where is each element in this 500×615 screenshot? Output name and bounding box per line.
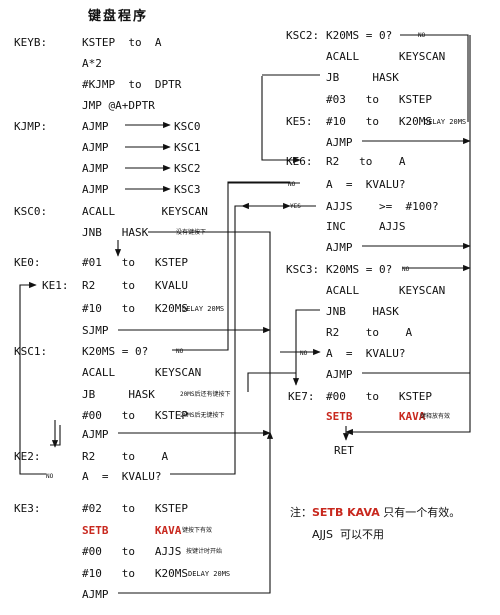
ke1-label: KE1:: [42, 279, 69, 292]
remark-line-2: AJJS 可以不用: [312, 528, 384, 541]
ke3-ajjs-note: 按键计时开始: [186, 548, 223, 555]
ke6-line-3: AJJS >= #100?: [326, 200, 439, 213]
ksc1-label: KSC1:: [14, 345, 48, 358]
ke2-label: KE2:: [14, 450, 41, 463]
keyb-line-3: #KJMP to DPTR: [82, 78, 182, 91]
kjmp-op-1: AJMP: [82, 141, 109, 154]
ksc1-hask-note: 20MS后还有键按下: [180, 391, 231, 398]
ret-label: RET: [334, 444, 354, 457]
ksc2-line-1: K20MS = 0?: [326, 29, 393, 42]
ksc2-label: KSC2:: [286, 29, 320, 42]
ke6-line-5: AJMP: [326, 241, 353, 254]
ksc2-line-2: ACALL KEYSCAN: [326, 50, 446, 63]
ke3-line-4: #10 to K20MS: [82, 567, 188, 580]
ke0-label: KE0:: [14, 256, 41, 269]
jb-hask-ksc2-line: [261, 76, 301, 164]
ke3-ajmp-line: [118, 431, 274, 594]
ke2-no-label: NO: [46, 473, 54, 480]
ke2-line-2: A = KVALU?: [82, 470, 162, 483]
ke5-label: KE5:: [286, 115, 313, 128]
kjmp-target-0: KSC0: [174, 120, 201, 133]
ke1-delay-note: DELAY 20MS: [182, 305, 225, 313]
ksc1-no-line: [172, 181, 290, 351]
remark-suffix: 只有一个有效。: [379, 506, 461, 519]
keyb-line-4: JMP @A+DPTR: [82, 99, 155, 112]
ksc2-line-4: #03 to KSTEP: [326, 93, 432, 106]
keyb-line-2: A*2: [82, 57, 102, 70]
ke5-delay-note: DELAY 20MS: [424, 118, 467, 126]
ksc2-no-label: NO: [418, 32, 426, 39]
ksc1-kstep-note: 20MS后无键按下: [180, 412, 225, 419]
ksc3-line-4: R2 to A: [326, 326, 413, 339]
ksc1-line-3: JB HASK: [82, 388, 155, 401]
ksc0-line-1: ACALL KEYSCAN: [82, 205, 208, 218]
page-title: 键盘程序: [88, 9, 149, 24]
kjmp-op-3: AJMP: [82, 183, 109, 196]
ke6-line-1: R2 to A: [326, 155, 406, 168]
ke6-line-4: INC AJJS: [326, 220, 406, 233]
ke3-label: KE3:: [14, 502, 41, 515]
ksc1-line-5: AJMP: [82, 428, 109, 441]
ksc1-no-label: NO: [176, 348, 184, 355]
ke3-line-5: AJMP: [82, 588, 109, 601]
ke7-label: KE7:: [288, 390, 315, 403]
ke5-line-1: #10 to K20MS: [326, 115, 432, 128]
kjmp-target-3: KSC3: [174, 183, 201, 196]
ke7-kava-note: 键释放有效: [420, 413, 451, 420]
keyb-label: KEYB:: [14, 36, 48, 49]
ksc0-note: 没有键按下: [176, 229, 207, 236]
ksc3-no-label: NO: [402, 266, 410, 273]
ke3-delay-note: DELAY 20MS: [188, 570, 231, 578]
ke0-line-1: #01 to KSTEP: [82, 256, 188, 269]
kjmp-label: KJMP:: [14, 120, 48, 133]
remark-line-1: 注：SETB KAVA 只有一个有效。: [290, 506, 460, 519]
ke7-line-1: #00 to KSTEP: [326, 390, 432, 403]
ksc3-line-5: A = KVALU?: [326, 347, 406, 360]
ke1-line-1: R2 to KVALU: [82, 279, 188, 292]
ke1-line-3: SJMP: [82, 324, 109, 337]
right-loop-line: [345, 35, 471, 436]
ksc1-line-1: K20MS = 0?: [82, 345, 149, 358]
ke1-line-2: #10 to K20MS: [82, 302, 188, 315]
kjmp-target-2: KSC2: [174, 162, 201, 175]
ke2-line-1: R2 to A: [82, 450, 169, 463]
ksc3-line-6: AJMP: [326, 368, 353, 381]
ksc2-no-line: [400, 34, 469, 122]
ke5-line-2: AJMP: [326, 136, 353, 149]
kjmp-target-1: KSC1: [174, 141, 201, 154]
ke3-line-3: #00 to AJJS: [82, 545, 182, 558]
ke6-line-2: A = KVALU?: [326, 178, 406, 191]
ke3-setb-kava: SETB KAVA: [82, 524, 182, 537]
ksc1-line-2: ACALL KEYSCAN: [82, 366, 202, 379]
ke6-label: KE6:: [286, 155, 313, 168]
ksc1-line-4: #00 to KSTEP: [82, 409, 188, 422]
ksc3-label: KSC3:: [286, 263, 320, 276]
ksc2-line-3: JB HASK: [326, 71, 399, 84]
ksc3-line-3: JNB HASK: [326, 305, 399, 318]
keyb-line-1: KSTEP to A: [82, 36, 162, 49]
remark-prefix: 注：: [290, 506, 312, 519]
ke7-setb-kava: SETB KAVA: [326, 410, 426, 423]
ksc0-label: KSC0:: [14, 205, 48, 218]
ksc0-line-2: JNB HASK: [82, 226, 149, 239]
ksc3-line-1: K20MS = 0?: [326, 263, 393, 276]
ke3-line-1: #02 to KSTEP: [82, 502, 188, 515]
ksc3-no2-label: NO: [300, 350, 308, 357]
ksc3-line-2: ACALL KEYSCAN: [326, 284, 446, 297]
ke3-kava-note: 键按下有效: [182, 527, 213, 534]
jnb-hask-to-ret-line: [148, 231, 271, 432]
remark-highlight: SETB KAVA: [312, 506, 380, 519]
ke2-yes-line: [170, 202, 291, 475]
kjmp-op-0: AJMP: [82, 120, 109, 133]
ke6-yes-label: YES: [290, 203, 301, 210]
ke6-no-label: NO: [288, 181, 296, 188]
ke2-no-loop-line: [19, 281, 46, 475]
jb-hask-ksc1-line: [247, 372, 296, 392]
jnb-hask-ksc3-line: [292, 309, 320, 386]
kjmp-op-2: AJMP: [82, 162, 109, 175]
